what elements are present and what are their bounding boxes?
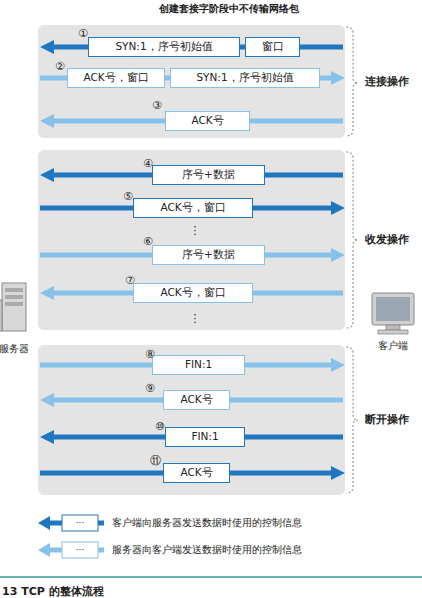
ellipsis-mark: ⋮ — [190, 313, 201, 324]
callout-number: ⑤ — [123, 191, 133, 202]
legend-sample-text: ··· — [76, 546, 85, 555]
callout-number: ③ — [152, 100, 162, 111]
callout-number: ⑥ — [143, 236, 153, 247]
message-box: 序号+数据 — [152, 245, 265, 265]
caption-rule — [0, 576, 422, 578]
legend-text: 客户端向服务器发送数据时使用的控制信息 — [112, 516, 302, 530]
ellipsis-mark: ⋮ — [190, 225, 201, 236]
message-box: FIN:1 — [165, 427, 245, 447]
host-label: 服务器 — [0, 344, 29, 354]
figure-caption: 13 TCP 的整体流程 — [2, 584, 104, 598]
callout-number: ⑩ — [155, 421, 165, 432]
box-text: ACK号，窗口 — [83, 72, 148, 84]
callout-number: ② — [55, 61, 65, 72]
message-box: ACK号，窗口 — [67, 68, 165, 88]
callout-number: ⑧ — [145, 349, 155, 360]
box-text: ACK号 — [180, 394, 212, 406]
box-text: 序号+数据 — [182, 169, 235, 181]
message-box: SYN:1，序号初始值 — [88, 37, 240, 57]
client-icon — [372, 293, 414, 334]
legend-sample-text: ··· — [76, 519, 85, 528]
legend-sample — [38, 515, 104, 558]
box-text: 窗口 — [262, 41, 284, 53]
box-text: ACK号 — [180, 467, 212, 479]
band-label: 连接操作 — [365, 74, 409, 89]
group-brace — [346, 27, 358, 493]
box-text: SYN:1，序号初始值 — [115, 41, 212, 53]
callout-number: ④ — [143, 158, 153, 169]
message-box: ACK号，窗口 — [133, 198, 253, 218]
box-text: FIN:1 — [185, 359, 212, 371]
callout-number: ① — [78, 28, 88, 39]
server-icon — [0, 283, 26, 331]
box-text: SYN:1，序号初始值 — [196, 72, 293, 84]
message-box: 序号+数据 — [152, 165, 265, 185]
message-box: SYN:1，序号初始值 — [170, 68, 320, 88]
message-box: 窗口 — [245, 37, 300, 57]
band-label: 收发操作 — [365, 232, 409, 247]
host-label: 客户端 — [378, 341, 408, 351]
message-box: ACK号 — [163, 463, 230, 483]
message-box: FIN:1 — [152, 355, 245, 375]
callout-number: ⑨ — [145, 383, 155, 394]
band-label: 断开操作 — [365, 412, 409, 427]
message-box: ACK号，窗口 — [133, 283, 253, 303]
message-box: ACK号 — [165, 111, 250, 131]
diagram-title: 创建套接字阶段中不传输网络包 — [0, 2, 422, 16]
legend-text: 服务器向客户端发送数据时使用的控制信息 — [112, 543, 302, 557]
callout-number: ⑦ — [125, 275, 135, 286]
box-text: ACK号，窗口 — [160, 287, 225, 299]
box-text: ACK号 — [191, 115, 223, 127]
box-text: ACK号，窗口 — [160, 202, 225, 214]
message-box: ACK号 — [163, 390, 230, 410]
callout-number: ⑪ — [150, 455, 161, 466]
box-text: 序号+数据 — [182, 249, 235, 261]
box-text: FIN:1 — [191, 431, 218, 443]
